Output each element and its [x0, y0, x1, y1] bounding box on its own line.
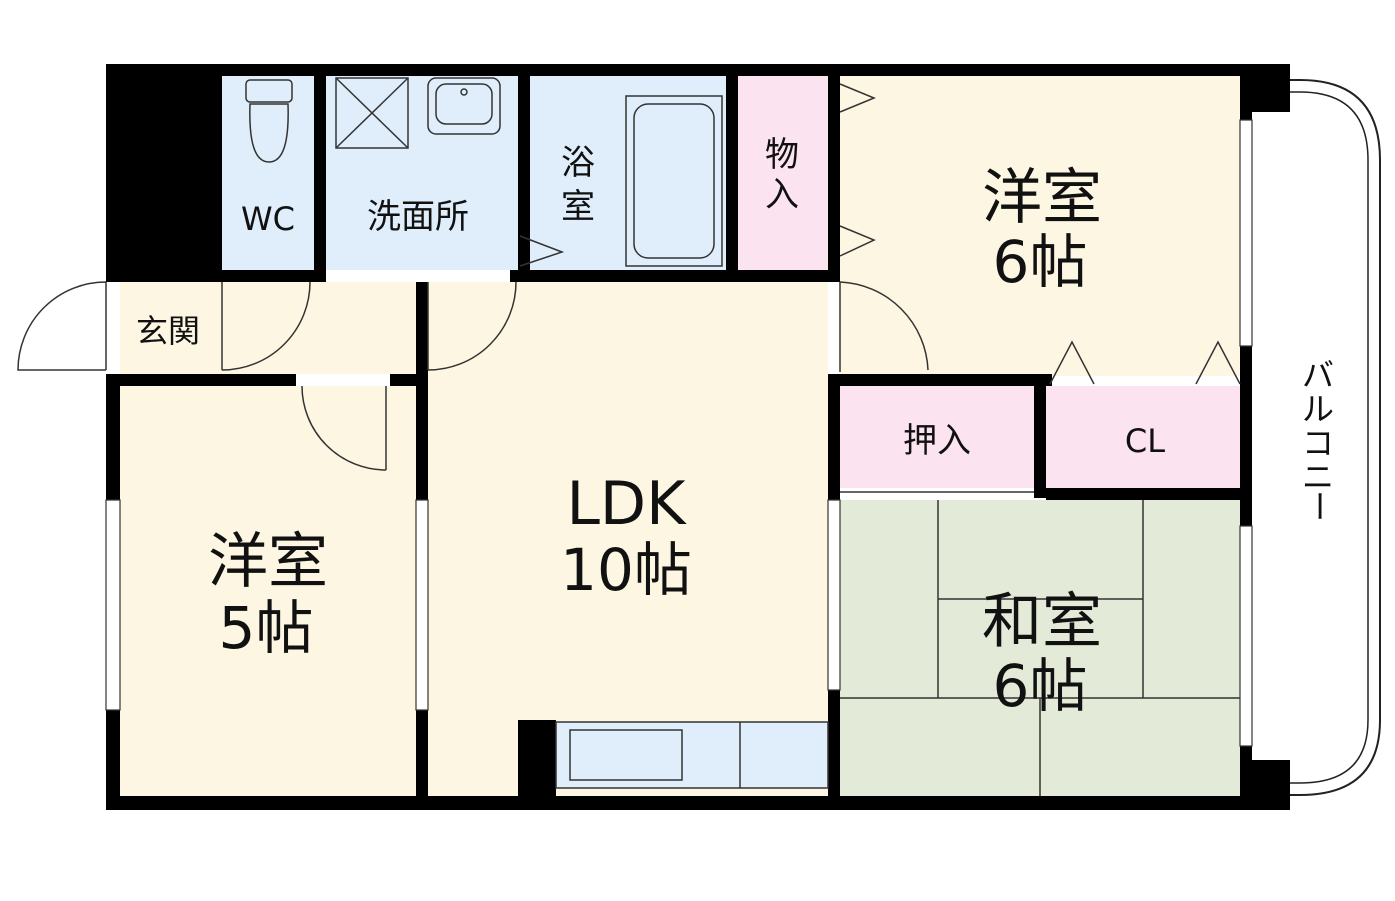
western-6-size: 6帖	[993, 228, 1088, 296]
door-swings	[17, 83, 1241, 493]
western-6-area	[840, 76, 1240, 376]
japanese-6-size: 6帖	[993, 652, 1088, 720]
kitchen-counter	[555, 721, 829, 789]
balcony-outline-inner	[1290, 91, 1369, 784]
western-5-size: 5帖	[219, 594, 314, 662]
windows	[105, 119, 1253, 747]
oshiire-area	[840, 386, 1034, 488]
closet-label: CL	[1125, 422, 1165, 460]
tatami-lines	[840, 500, 1240, 796]
wc-label: WC	[241, 200, 295, 238]
western-5-name: 洋室	[208, 527, 328, 597]
balcony-label-4: ニ	[1302, 458, 1334, 496]
toilet-fixture	[245, 79, 293, 163]
entrance-label: 玄関	[136, 312, 200, 350]
balcony-label-2: ル	[1302, 390, 1334, 428]
ldk-size: 10帖	[560, 536, 692, 604]
japanese-6-name: 和室	[982, 587, 1102, 657]
storage-label-1: 物	[765, 135, 799, 175]
bathtub-fixture	[625, 95, 723, 267]
sink-fixture	[427, 77, 501, 135]
entrance-area	[120, 282, 416, 374]
western-6-name: 洋室	[982, 163, 1102, 233]
washer-pan-fixture	[335, 77, 409, 149]
balcony-label-1: バ	[1302, 356, 1334, 394]
bath-area	[530, 76, 726, 270]
ldk-name: LDK	[567, 469, 688, 539]
balcony-label-3: コ	[1302, 424, 1334, 462]
washroom-label: 洗面所	[367, 197, 469, 237]
storage-area	[738, 76, 828, 270]
closet-area	[1046, 386, 1240, 488]
storage-label-2: 入	[765, 175, 799, 215]
balcony-outline	[1290, 79, 1381, 796]
washroom-area	[326, 76, 520, 270]
ldk-area	[428, 282, 828, 796]
bath-label-2: 室	[561, 187, 595, 227]
balcony-label-5: ー	[1300, 490, 1338, 522]
western-5-area	[120, 386, 416, 796]
wc-area	[222, 76, 314, 270]
oshiire-label: 押入	[903, 421, 971, 461]
bath-label-1: 浴	[561, 143, 595, 183]
